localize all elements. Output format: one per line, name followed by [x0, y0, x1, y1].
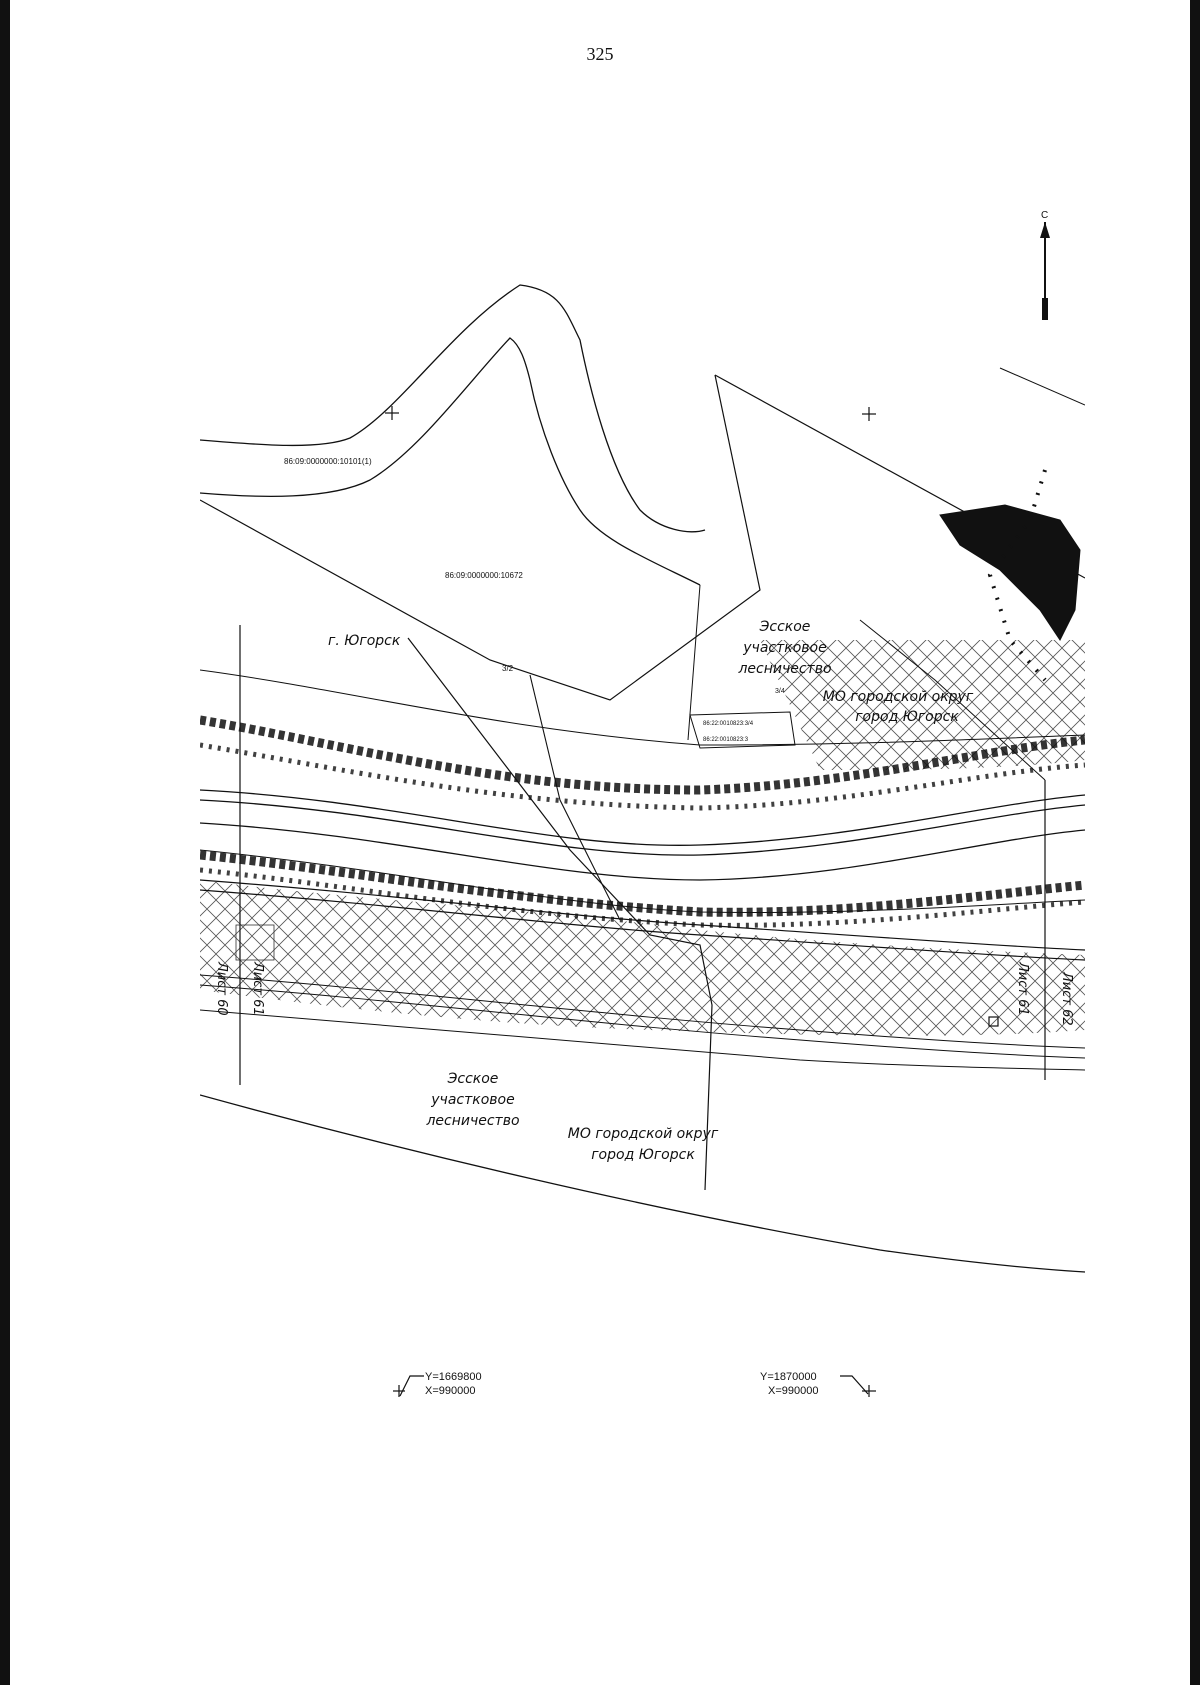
town-boundary-line — [407, 637, 713, 1191]
coordinate-marker-right — [840, 1375, 876, 1397]
forestry-label-bottom-2: участковое — [430, 1092, 514, 1108]
coordinate-right-y: Y=1870000 — [760, 1371, 817, 1383]
boundary-right-diagonal — [859, 619, 1046, 781]
scan-edge-left — [0, 0, 10, 1685]
forestry-label-top-3: лесничество — [737, 661, 831, 677]
parcel-id-10101: 86:09:0000000:10101(1) — [284, 457, 372, 466]
forestry-boundary-bottom — [200, 1094, 1085, 1273]
forestry-boundary-top — [200, 669, 1085, 746]
sheet-label-62: Лист 62 — [1059, 971, 1074, 1026]
road-edge-2 — [200, 799, 1085, 856]
vegetation-band-north — [200, 715, 1085, 795]
scan-edge-right — [1190, 0, 1200, 1685]
scattered-trees-right — [987, 469, 1047, 682]
coordinate-left-y: Y=1669800 — [425, 1371, 482, 1383]
sheet-label-60: Лист 60 — [214, 961, 229, 1016]
corridor-line-5 — [200, 1009, 1085, 1071]
map-marker-square — [988, 1016, 999, 1027]
coordinate-marker-left — [393, 1375, 424, 1397]
municipality-label-bottom-2: город Югорск — [591, 1147, 695, 1163]
survey-cross-2 — [862, 407, 876, 421]
municipal-boundary-line — [529, 674, 621, 921]
corridor-line-3 — [200, 974, 1085, 1049]
parcel-id-10672: 86:09:0000000:10672 — [445, 571, 523, 580]
page-number: 325 — [586, 44, 614, 64]
map-marker-square-left — [235, 924, 275, 961]
road-edge-1 — [200, 789, 1085, 846]
forestry-label-bottom-3: лесничество — [425, 1113, 519, 1129]
parcel-id-small-a: 86:22:0010823:3/4 — [703, 721, 754, 727]
parcel-label-3-4: 3/4 — [775, 688, 785, 695]
forestry-label-bottom-1: Эсское — [447, 1071, 499, 1087]
rail-line-1 — [200, 879, 1085, 951]
north-arrow-icon — [1040, 222, 1050, 320]
road-edge-3 — [200, 822, 1085, 881]
municipality-label-bottom-1: МО городской округ — [568, 1126, 719, 1142]
parcel-id-small-b: 86:22:0010823:3 — [703, 737, 749, 743]
municipality-label-top-2: город Югорск — [855, 709, 959, 725]
sheet-label-61-right: Лист 61 — [1015, 961, 1030, 1016]
sheet-label-61-left: Лист 61 — [250, 961, 265, 1016]
hatched-zone-main — [200, 880, 1085, 1036]
rail-line-2 — [200, 889, 1085, 961]
vegetation-band-south-2 — [200, 867, 1085, 928]
town-label: г. Югорск — [328, 633, 401, 649]
coordinate-right-x: X=990000 — [768, 1385, 818, 1397]
hatched-zone-right — [760, 640, 1085, 770]
vegetation-band-north-2 — [200, 742, 1085, 811]
river-bank-lower — [200, 337, 701, 586]
small-parcel-outline — [689, 711, 796, 749]
municipality-label-top-1: МО городской округ — [823, 689, 974, 705]
coordinate-left-x: X=990000 — [425, 1385, 475, 1397]
parcel-boundary-c — [687, 584, 701, 741]
vegetation-band-south — [200, 850, 1085, 917]
corridor-line-4 — [200, 984, 1085, 1059]
parcel-label-3-2: 3/2 — [502, 664, 514, 673]
boundary-top-right — [999, 367, 1085, 406]
forestry-label-top-2: участковое — [742, 640, 826, 656]
north-arrow-label: С — [1041, 210, 1048, 221]
parcel-boundary-a — [200, 374, 761, 701]
built-area-black — [939, 504, 1081, 641]
river-bank-upper — [200, 284, 706, 533]
survey-cross-1 — [385, 406, 399, 420]
forestry-label-top-1: Эсское — [759, 619, 811, 635]
